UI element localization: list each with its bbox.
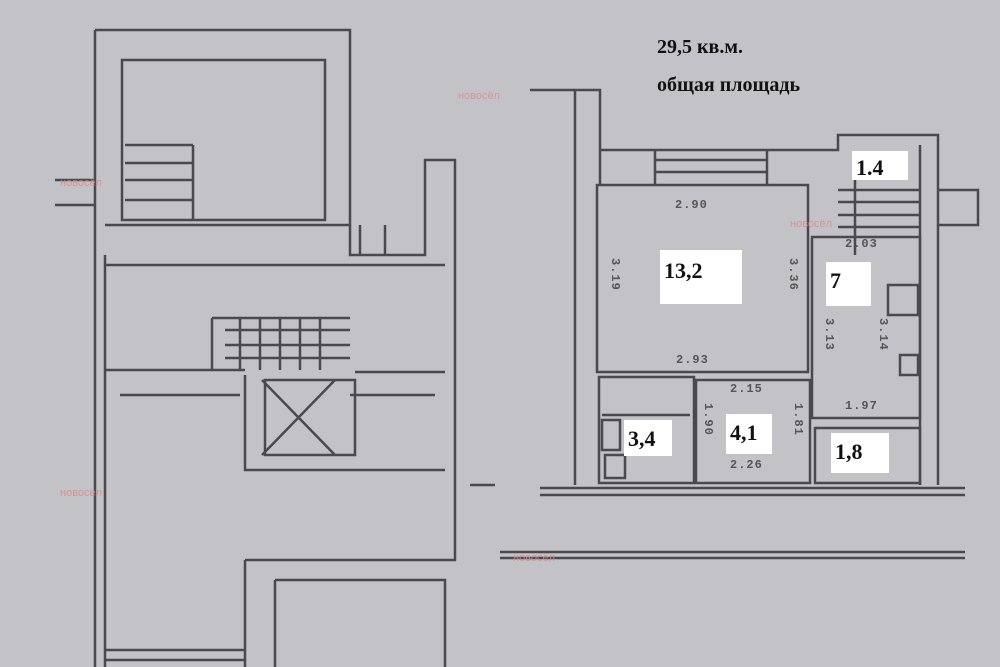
hallway-area: 4,1 xyxy=(726,414,772,454)
total-area: 29,5 кв.м. xyxy=(657,36,743,58)
stove-icon xyxy=(886,283,920,317)
kitchen-walls xyxy=(810,235,922,420)
exterior-wall-line xyxy=(470,483,965,560)
storage-area: 1.4 xyxy=(852,151,908,180)
hallway-walls xyxy=(694,378,812,485)
total-area-label: общая площадь xyxy=(657,74,801,96)
watermark-logo: новосёл xyxy=(458,90,501,102)
dim-kitchen-right: 3.14 xyxy=(876,318,890,351)
dim-kitchen-top: 2.03 xyxy=(845,237,878,251)
dim-room-bottom: 2.93 xyxy=(676,353,709,367)
dim-hall-right: 1.81 xyxy=(791,403,805,436)
dim-hall-bottom: 2.26 xyxy=(730,458,763,472)
bathroom-area: 3,4 xyxy=(624,420,672,456)
watermark-logo: новосёл xyxy=(513,552,556,564)
dim-hall-top: 2.15 xyxy=(730,382,763,396)
dim-room-top: 2.90 xyxy=(675,198,708,212)
dim-kitchen-bottom: 1.97 xyxy=(845,399,878,413)
watermark-logo: новосёл xyxy=(790,218,833,230)
balcony-area: 1,8 xyxy=(831,433,889,473)
sink-icon xyxy=(898,353,920,377)
bathroom-fixtures xyxy=(600,413,690,480)
storage-stairs xyxy=(838,155,920,255)
left-building-walls xyxy=(93,28,457,667)
dim-kitchen-left: 3.13 xyxy=(822,318,836,351)
living-room-walls xyxy=(595,183,810,374)
dim-room-left: 3.19 xyxy=(608,258,622,291)
left-stairs xyxy=(125,143,350,370)
living-room-area: 13,2 xyxy=(660,250,742,304)
dim-hall-left: 1.90 xyxy=(701,403,715,436)
balcony-walls xyxy=(813,426,922,485)
entry-stairs xyxy=(653,150,769,185)
watermark-logo: новосёл xyxy=(60,487,103,499)
apartment-outer-walls xyxy=(530,88,980,485)
kitchen-area: 7 xyxy=(826,262,871,306)
bathroom-walls xyxy=(597,375,696,485)
elevator-cross xyxy=(261,379,336,456)
dim-room-right: 3.36 xyxy=(786,258,800,291)
watermark-logo: новосёл xyxy=(60,177,103,189)
